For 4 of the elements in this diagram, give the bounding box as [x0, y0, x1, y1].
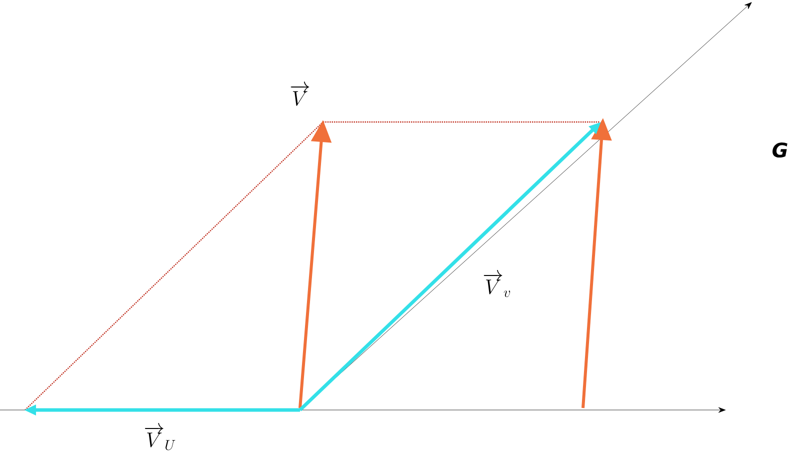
vector-label: $\overrightarrow{V}$ — [290, 82, 310, 106]
vector-label: $\overrightarrow{V}_{U}$ — [145, 423, 176, 450]
vector-label: G — [772, 142, 788, 158]
vector-label: $\overrightarrow{V}_{v}$ — [484, 270, 510, 298]
